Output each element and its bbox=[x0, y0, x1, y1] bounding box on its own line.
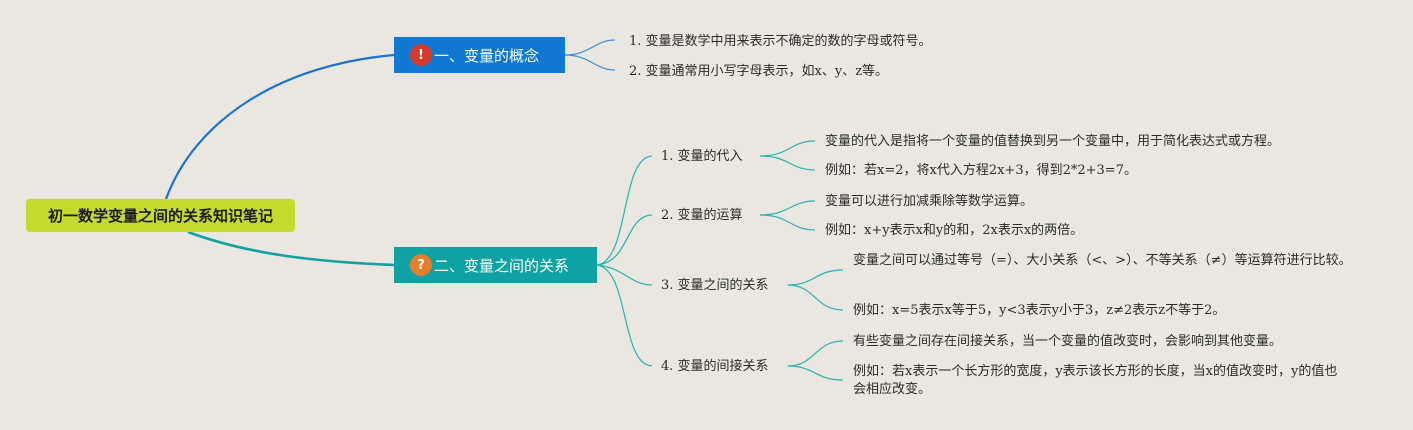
connector-topic1-detail1 bbox=[759, 140, 816, 157]
topic-relations[interactable]: 3. 变量之间的关系 bbox=[661, 278, 769, 293]
connector-branch2-topic1 bbox=[596, 155, 653, 266]
connector-branch2-topic3 bbox=[596, 264, 653, 286]
question-icon: ? bbox=[410, 254, 432, 276]
connector-root-branch1 bbox=[164, 53, 395, 200]
branch-concept[interactable]: ! 一、变量的概念 bbox=[394, 37, 565, 73]
topic-indirect[interactable]: 4. 变量的间接关系 bbox=[661, 359, 769, 374]
topic-operations-detail-1[interactable]: 变量可以进行加减乘除等数学运算。 bbox=[825, 194, 1034, 209]
topic-operations-detail-2[interactable]: 例如：x+y表示x和y的和，2x表示x的两倍。 bbox=[825, 223, 1084, 238]
connector-branch1-item2 bbox=[564, 54, 616, 71]
topic-indirect-detail-1[interactable]: 有些变量之间存在间接关系，当一个变量的值改变时，会影响到其他变量。 bbox=[853, 334, 1283, 349]
connector-topic1-detail2 bbox=[759, 155, 816, 171]
connector-topic3-detail1 bbox=[787, 269, 844, 286]
branch-concept-label: 一、变量的概念 bbox=[434, 46, 540, 65]
topic-operations[interactable]: 2. 变量的运算 bbox=[661, 208, 743, 223]
branch-relations[interactable]: ? 二、变量之间的关系 bbox=[394, 247, 597, 283]
connector-topic4-detail2 bbox=[787, 365, 844, 381]
topic-substitution[interactable]: 1. 变量的代入 bbox=[661, 149, 743, 164]
topic-relations-detail-1[interactable]: 变量之间可以通过等号（=）、大小关系（<、>）、不等关系（≠）等运算符进行比较。 bbox=[853, 253, 1352, 268]
root-label: 初一数学变量之间的关系知识笔记 bbox=[47, 207, 273, 225]
connector-branch1-item1 bbox=[564, 39, 616, 56]
connector-branch2-topic4 bbox=[596, 264, 653, 367]
topic-relations-detail-2[interactable]: 例如：x=5表示x等于5，y<3表示y小于3，z≠2表示z不等于2。 bbox=[853, 303, 1226, 318]
topic-indirect-detail-2[interactable]: 例如：若x表示一个长方形的宽度，y表示该长方形的长度，当x的值改变时，y的值也会… bbox=[853, 364, 1338, 397]
topic-substitution-detail-1[interactable]: 变量的代入是指将一个变量的值替换到另一个变量中，用于简化表达式或方程。 bbox=[825, 134, 1281, 149]
concept-item-1[interactable]: 1. 变量是数学中用来表示不确定的数的字母或符号。 bbox=[629, 34, 932, 49]
connector-topic4-detail1 bbox=[787, 340, 844, 367]
root-node[interactable]: 初一数学变量之间的关系知识笔记 bbox=[26, 199, 295, 232]
connector-topic3-detail2 bbox=[787, 284, 844, 311]
branch-relations-label: 二、变量之间的关系 bbox=[434, 256, 570, 275]
exclamation-icon: ! bbox=[410, 44, 432, 66]
concept-item-2[interactable]: 2. 变量通常用小写字母表示，如x、y、z等。 bbox=[629, 64, 889, 79]
connector-topic2-detail2 bbox=[759, 214, 816, 231]
connector-topic2-detail1 bbox=[759, 200, 816, 216]
topic-substitution-detail-2[interactable]: 例如：若x=2，将x代入方程2x+3，得到2*2+3=7。 bbox=[825, 163, 1137, 178]
connector-root-branch2 bbox=[187, 230, 395, 267]
connector-branch2-topic2 bbox=[596, 214, 653, 266]
